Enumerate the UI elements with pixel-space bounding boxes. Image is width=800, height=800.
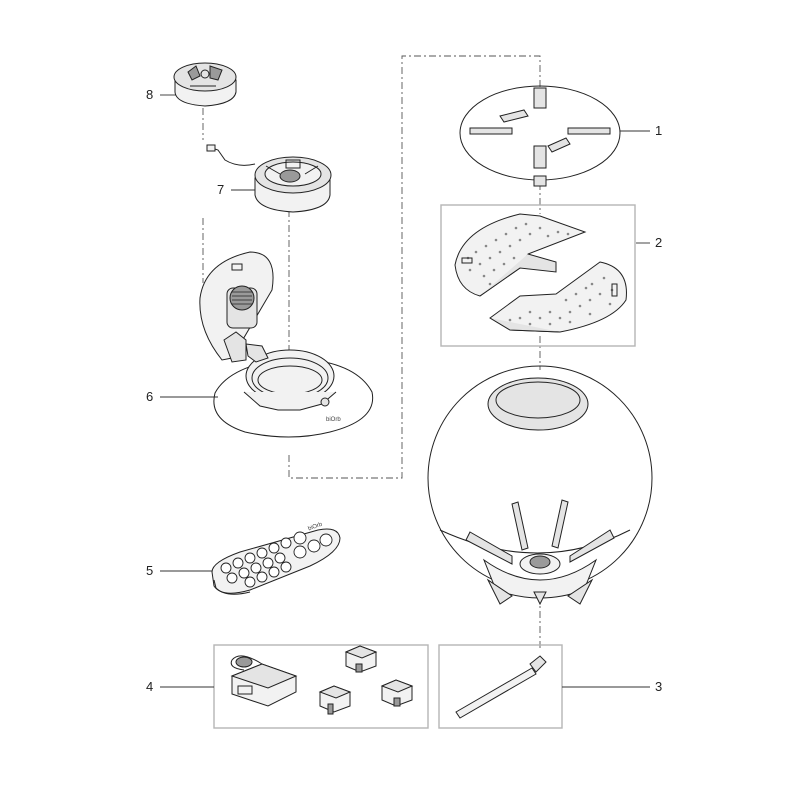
callout-5: 5	[146, 563, 154, 578]
callout-7: 7	[217, 182, 225, 197]
aquarium-orb-icon	[427, 365, 653, 606]
light-cap-icon	[173, 62, 237, 107]
callout-4: 4	[146, 679, 154, 694]
remote-control-icon	[211, 528, 341, 595]
air-tube-group-box	[438, 644, 563, 729]
split-perforated-shelf-icon	[454, 213, 627, 333]
lid-brand-mark: biOrb	[326, 417, 341, 423]
callout-3: 3	[655, 679, 663, 694]
filter-plate-icon	[459, 85, 621, 187]
led-light-unit-icon	[206, 144, 332, 213]
callout-1: 1	[655, 123, 663, 138]
callout-8: 8	[146, 87, 154, 102]
lid-with-hinged-door-icon	[199, 251, 374, 438]
power-adapter-and-plugs-icon	[230, 645, 414, 715]
callout-6: 6	[146, 389, 154, 404]
callout-2: 2	[655, 235, 663, 250]
power-supply-group-box	[213, 644, 429, 729]
shelf-group-box	[440, 204, 636, 347]
air-tube-icon	[455, 655, 547, 719]
assembly-path	[202, 55, 541, 650]
leader-lines	[160, 94, 650, 688]
